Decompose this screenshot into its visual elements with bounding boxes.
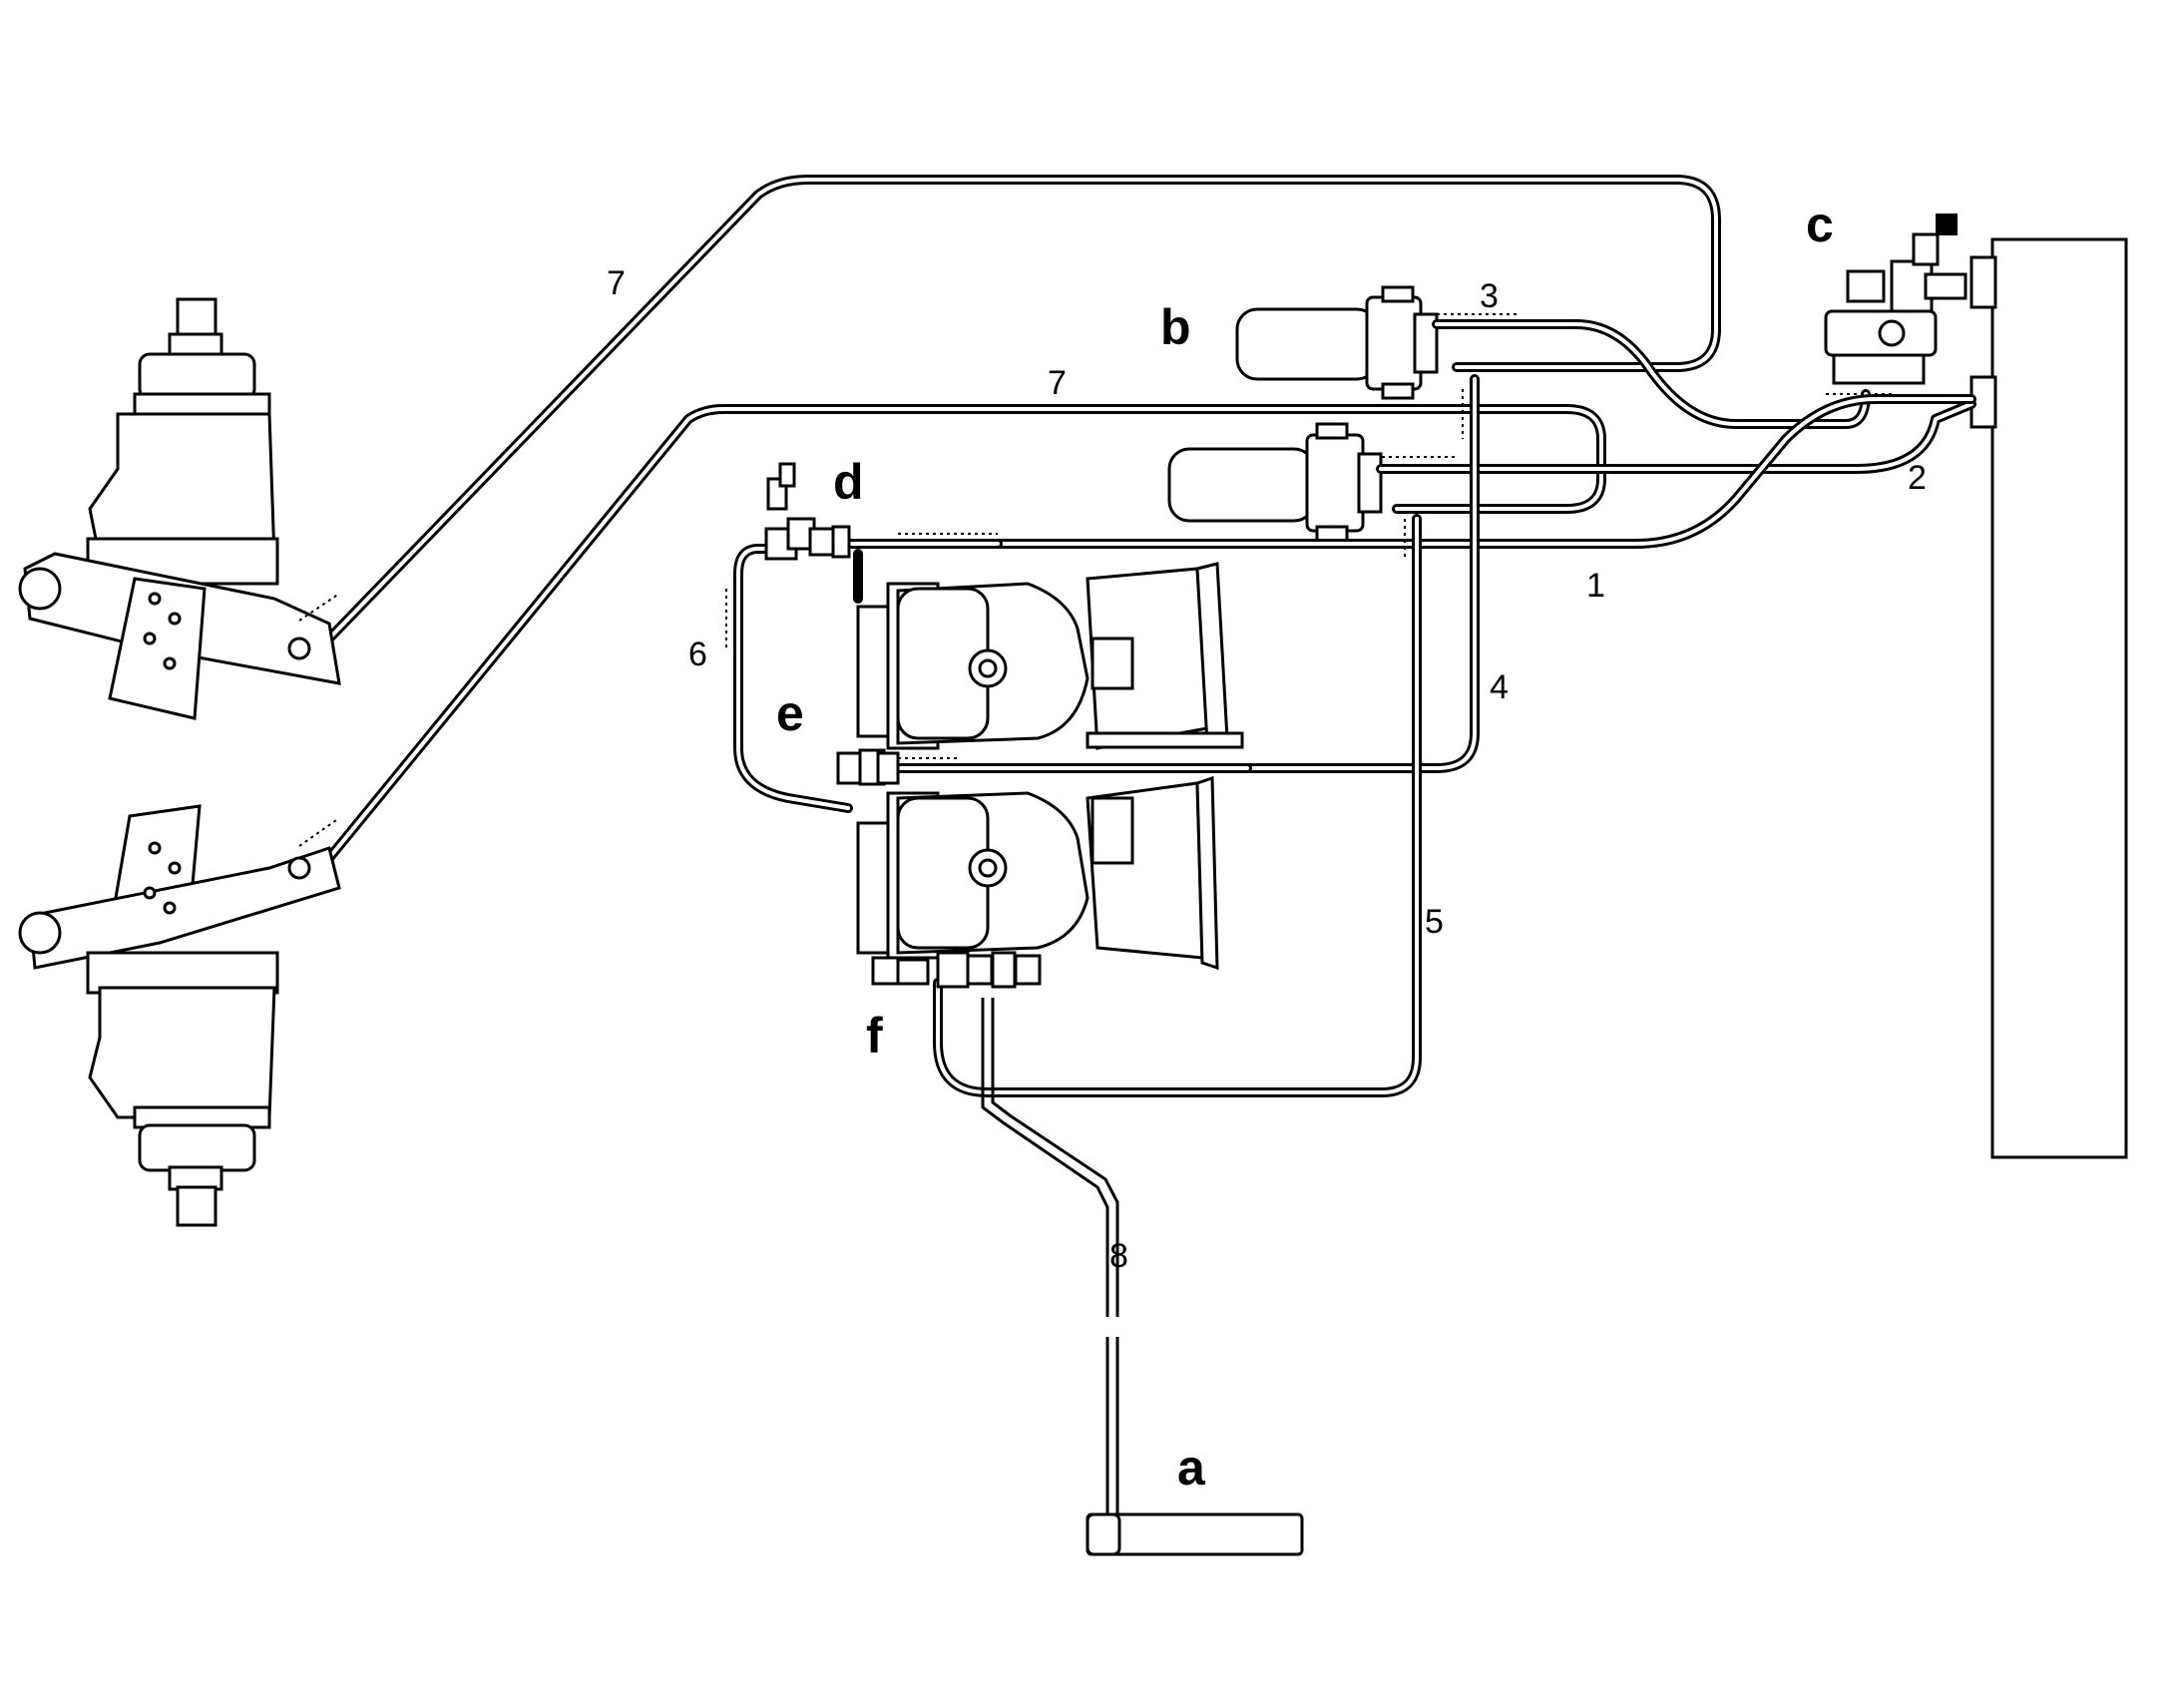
fitting-e — [836, 748, 900, 786]
label-4: 4 — [1490, 668, 1509, 706]
label-8: 8 — [1109, 1237, 1128, 1275]
label-2: 2 — [1908, 459, 1927, 497]
pipe-1 — [993, 394, 1976, 549]
pipe-6 — [733, 544, 853, 813]
pipe-5 — [933, 514, 1422, 1097]
fitting-f — [871, 951, 1042, 989]
label-7-upper: 7 — [607, 264, 626, 302]
valve-block-c — [1824, 214, 1967, 385]
pump-upper — [856, 562, 1244, 750]
letter-b: b — [1160, 299, 1191, 355]
label-5: 5 — [1425, 903, 1444, 941]
fitting-d — [764, 462, 851, 561]
reservoir-port-top — [1969, 255, 1997, 309]
motor-upper-left — [18, 297, 341, 720]
letter-d: d — [833, 454, 864, 510]
pipe-8 — [981, 998, 1119, 1521]
label-1: 1 — [1586, 567, 1605, 605]
letter-a: a — [1177, 1440, 1206, 1495]
label-6: 6 — [688, 636, 707, 673]
reservoir-panel — [1990, 237, 2128, 1159]
letter-e: e — [776, 685, 804, 741]
letter-f: f — [866, 1008, 883, 1064]
pump-lower — [856, 775, 1219, 971]
label-3: 3 — [1480, 277, 1499, 315]
pipe-7-lower — [324, 404, 1606, 863]
letter-c: c — [1806, 197, 1834, 252]
component-a — [1086, 1512, 1304, 1556]
label-7-lower: 7 — [1048, 364, 1067, 402]
pipe-4 — [1023, 374, 1480, 773]
hose-hatches — [298, 313, 1896, 847]
filter-lower — [1167, 422, 1383, 543]
pipe-2 — [1376, 399, 1976, 474]
filter-b — [1235, 285, 1439, 400]
pipe-3 — [1432, 319, 1871, 429]
pipe-7-upper — [324, 175, 1721, 643]
motor-lower-left — [18, 804, 341, 1227]
